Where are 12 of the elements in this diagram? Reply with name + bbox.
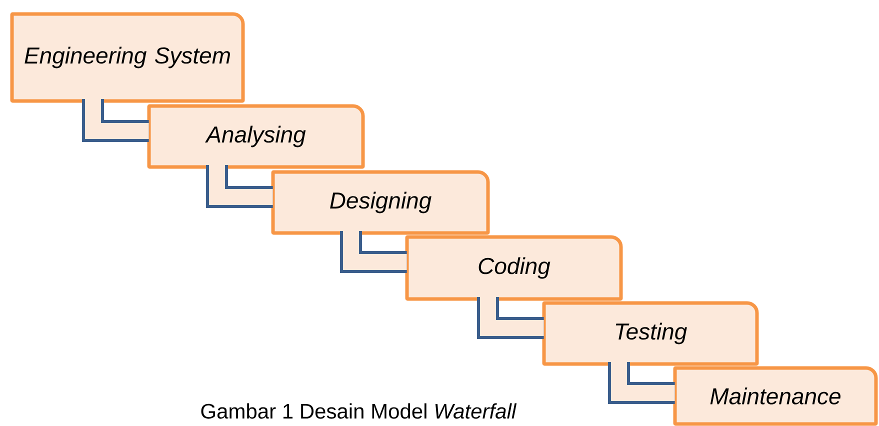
elbow-connector bbox=[477, 297, 544, 339]
step-box: Analysing bbox=[147, 104, 365, 169]
elbow-connector bbox=[82, 99, 149, 142]
step-box: Testing bbox=[542, 301, 759, 366]
step-box: Engineering System bbox=[10, 12, 245, 103]
elbow-connector bbox=[608, 362, 675, 404]
elbow-connector bbox=[340, 231, 407, 273]
step-box: Maintenance bbox=[673, 366, 878, 426]
step-box: Coding bbox=[405, 235, 623, 301]
figure-caption: Gambar 1 Desain Model Waterfall bbox=[201, 403, 517, 419]
step-box: Designing bbox=[271, 170, 490, 235]
elbow-connector bbox=[206, 165, 273, 208]
